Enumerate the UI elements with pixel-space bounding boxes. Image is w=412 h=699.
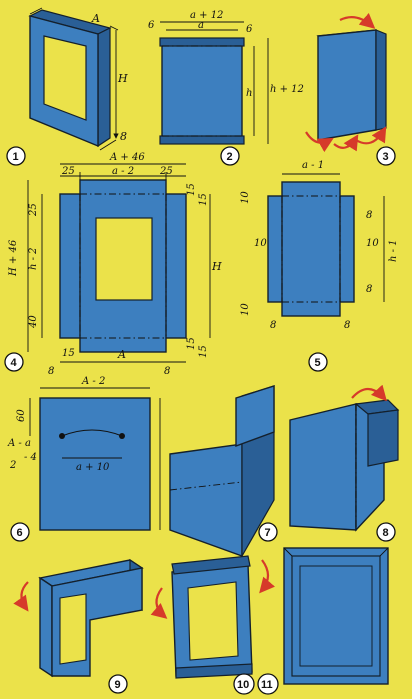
step5-top: a - 1 xyxy=(302,160,324,171)
step-11-finished xyxy=(283,547,389,685)
step2-right: 6 xyxy=(246,24,253,35)
step4-mid-w: a - 2 xyxy=(112,166,134,177)
step-badge-3: 3 xyxy=(376,146,396,166)
step4-bot-a: A xyxy=(117,348,126,361)
step-badge-8: 8 xyxy=(376,522,396,542)
step-badge-7: 7 xyxy=(258,522,278,542)
step-badge-5: 5 xyxy=(308,352,328,372)
step-1-frame: A H 8 xyxy=(28,7,128,151)
step4-b8l: 8 xyxy=(48,366,54,377)
step-4-pattern: A + 46 25 a - 2 25 H + 46 25 h - 2 40 15… xyxy=(8,152,222,377)
step-badge-4: 4 xyxy=(4,352,24,372)
step6-top: A - 2 xyxy=(81,376,105,387)
step5-s10c: 10 xyxy=(366,238,379,249)
step5-s10b: 10 xyxy=(254,238,267,249)
svg-text:11: 11 xyxy=(261,679,273,691)
svg-text:2: 2 xyxy=(227,151,233,163)
step6-side-c: - 4 xyxy=(24,452,37,463)
step4-right-w: 25 xyxy=(159,166,173,177)
step-6-sheet: A - 2 60 A - a 2 - 4 a + 10 xyxy=(7,376,161,531)
step-badge-11: 11 xyxy=(257,673,279,695)
step-7-bend xyxy=(169,385,275,559)
step5-s8b: 8 xyxy=(366,284,372,295)
step1-b-label: 8 xyxy=(120,130,127,143)
step4-side-h: H xyxy=(211,260,222,273)
step4-r15b: 15 xyxy=(198,193,209,206)
svg-text:8: 8 xyxy=(383,527,389,539)
step-badge-2: 2 xyxy=(220,146,240,166)
svg-text:3: 3 xyxy=(383,151,389,163)
step-10-assembly xyxy=(150,555,276,679)
step1-h-label: H xyxy=(117,72,128,85)
step5-h: h - 1 xyxy=(388,239,399,262)
step6-mid: a + 10 xyxy=(76,462,110,473)
step5-s8d: 8 xyxy=(344,320,350,331)
step2-h-outer: h + 12 xyxy=(270,84,304,95)
step-badge-1: 1 xyxy=(6,146,26,166)
step4-b8r: 8 xyxy=(164,366,170,377)
step-3-fold xyxy=(305,12,387,153)
step4-r15c: 15 xyxy=(186,337,197,350)
step4-top-gap: 25 xyxy=(28,203,39,217)
step6-side-b: 2 xyxy=(9,460,16,471)
svg-text:5: 5 xyxy=(315,357,321,369)
step-5-corners: a - 1 10 10 10 10 8 8 8 8 h - 1 xyxy=(240,160,399,331)
svg-text:4: 4 xyxy=(11,357,18,369)
step-8-join xyxy=(289,384,400,532)
step4-mid-h: h - 2 xyxy=(28,247,39,270)
step5-s8a: 8 xyxy=(366,210,372,221)
step4-bot-gap: 40 xyxy=(28,315,39,329)
step2-top-outer: a + 12 xyxy=(190,10,223,21)
step2-left: 6 xyxy=(148,20,155,31)
step4-r15a: 15 xyxy=(186,183,197,196)
svg-text:9: 9 xyxy=(115,679,121,691)
step5-s10a: 10 xyxy=(240,191,251,204)
step4-h-total: H + 46 xyxy=(8,239,19,277)
step-badge-6: 6 xyxy=(10,522,30,542)
step2-top-inner: a xyxy=(198,20,204,31)
step1-a-label: A xyxy=(91,12,100,25)
step-badge-9: 9 xyxy=(108,674,128,694)
step4-left-w: 25 xyxy=(61,166,75,177)
svg-text:10: 10 xyxy=(237,679,249,691)
step-badge-10: 10 xyxy=(233,673,255,695)
step4-top-total: A + 46 xyxy=(109,152,145,163)
step4-bot15: 15 xyxy=(62,348,75,359)
svg-text:6: 6 xyxy=(17,527,23,539)
step-9-corner xyxy=(13,558,144,678)
svg-text:1: 1 xyxy=(13,151,19,163)
step5-s10d: 10 xyxy=(240,303,251,316)
svg-text:7: 7 xyxy=(265,527,271,539)
step6-side-a: A - a xyxy=(7,438,31,449)
step-2-panel: a + 12 a 6 6 h h + 12 xyxy=(148,10,304,145)
step5-s8c: 8 xyxy=(270,320,276,331)
step2-h: h xyxy=(246,88,252,99)
step4-r15d: 15 xyxy=(198,345,209,358)
step6-gap: 60 xyxy=(16,409,27,422)
